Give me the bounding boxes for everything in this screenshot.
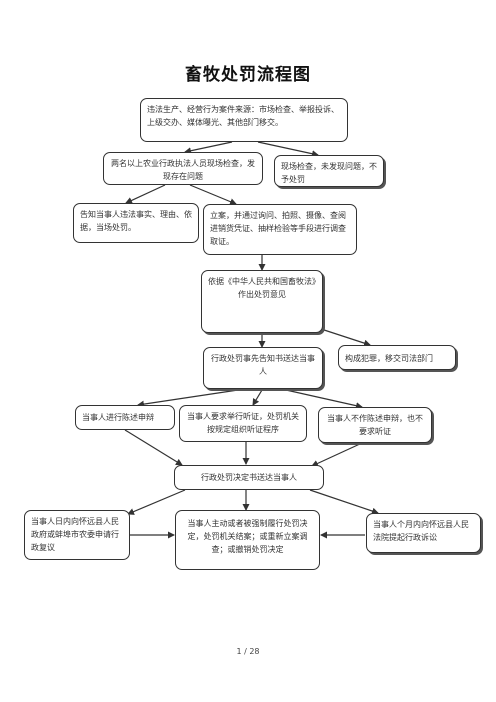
node-administrative-review: 当事人日内向怀远县人民政府或蚌埠市农委申请行政复议 [24, 510, 130, 560]
node-statement-defense: 当事人进行陈述申辩 [75, 405, 175, 430]
arrow-inspection-to-register [189, 184, 237, 205]
node-administrative-lawsuit: 当事人个月内向怀远县人民法院提起行政诉讼 [366, 513, 481, 553]
node-no-statement: 当事人不作陈述申辩，也不要求听证 [318, 407, 432, 443]
node-transfer-to-judiciary: 构成犯罪，移交司法部门 [338, 345, 456, 370]
arrow-opinion-to-transfer [317, 327, 371, 347]
arrow-source-to-no-problem [257, 141, 319, 158]
node-prior-notice-served: 行政处罚事先告知书送达当事人 [203, 347, 323, 389]
node-decision-served: 行政处罚决定书送达当事人 [174, 465, 324, 490]
page-number: 1 / 28 [236, 647, 260, 656]
page-title: 畜牧处罚流程图 [185, 65, 311, 85]
arrow-no-defense-to-decision [311, 442, 363, 467]
arrow-decision-to-lawsuit [309, 489, 379, 515]
node-on-site-penalty: 告知当事人违法事实、理由、依据，当场处罚。 [73, 203, 199, 243]
arrow-defense-to-decision [124, 429, 183, 466]
node-execute-decision: 当事人主动或者被强制履行处罚决定，处罚机关结案；或重新立案调查；或撤销处罚决定 [175, 510, 320, 570]
arrow-inspection-to-penalty [125, 184, 166, 204]
arrow-notify-to-defense [137, 389, 239, 408]
node-penalty-opinion: 依据《中华人民共和国畜牧法》作出处罚意见 [201, 270, 323, 333]
node-on-site-inspection: 两名以上农业行政执法人员现场检查，发现存在问题 [103, 152, 263, 185]
node-no-problem-found: 现场检查，未发现问题，不予处罚 [274, 155, 384, 187]
node-hearing-request: 当事人要求举行听证，处罚机关按规定组织听证程序 [179, 405, 307, 442]
arrow-decision-to-review [127, 489, 186, 515]
arrow-source-to-inspection [184, 141, 233, 155]
node-case-source: 违法生产、经营行为案件来源：市场检查、举报投诉、上级交办、媒体曝光、其他部门移交… [140, 98, 348, 142]
arrow-notify-to-no-defense [285, 389, 363, 410]
node-register-case: 立案，并通过询问、拍照、摄像、查阅进销货凭证、抽样检验等手段进行调查取证。 [203, 204, 357, 255]
arrow-notify-to-hearing [252, 389, 263, 406]
